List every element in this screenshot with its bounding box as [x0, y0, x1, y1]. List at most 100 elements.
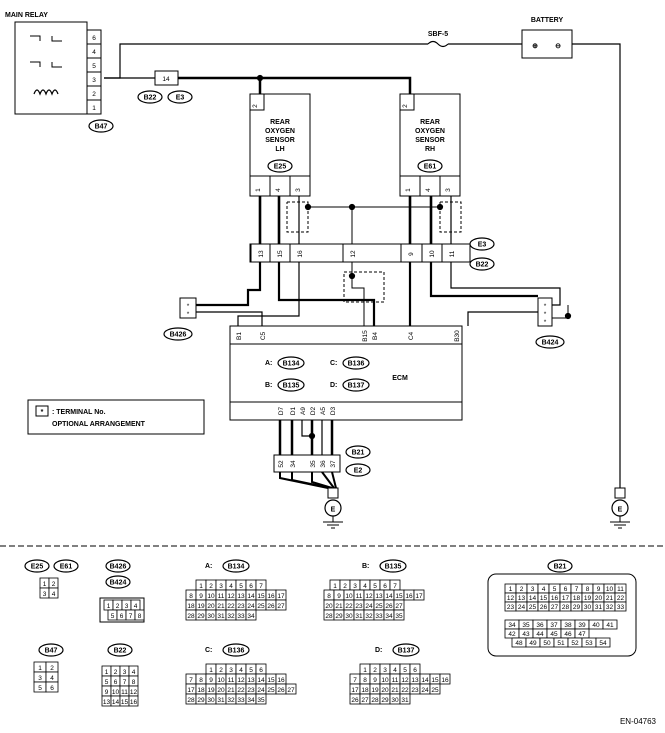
b21-grid-b-cell-35: 35 [522, 622, 530, 629]
b137-grid-cell-14: 14 [421, 677, 429, 684]
b135-grid-cell-8: 8 [327, 593, 331, 600]
b21-grid-a-cell-8: 8 [586, 586, 590, 593]
b134-grid-cell-20: 20 [207, 603, 215, 610]
wire-10-to-b424 [429, 262, 538, 298]
ecm-bottom-pin-A5: A5 [320, 407, 327, 415]
b134-grid-cell-10: 10 [207, 593, 215, 600]
b21-tag-badge [345, 445, 371, 459]
b21-grid-b-cell-40: 40 [592, 622, 600, 629]
b21-grid-a-cell-19: 19 [584, 595, 592, 602]
b47-grid-cell-3: 3 [38, 675, 42, 682]
b136-grid-cell-28: 28 [187, 697, 195, 704]
conn-e61-text: E61 [60, 564, 73, 571]
conn-b137-text: B137 [398, 648, 415, 655]
b21-grid-b-cell-51: 51 [557, 640, 565, 647]
b136-grid-cell-9: 9 [209, 677, 213, 684]
junction-dot [304, 203, 312, 211]
b137-grid-cell-2: 2 [373, 667, 377, 674]
b137-grid-cell-30: 30 [391, 697, 399, 704]
sensor-rh-pin-row [399, 175, 461, 197]
relay-contact-mid [30, 61, 62, 68]
sensor-rh-top-pin-label: 2 [402, 104, 409, 108]
junction-dot [308, 432, 316, 440]
b135-grid-cell-1: 1 [333, 583, 337, 590]
joint-tag-b22-text: B22 [144, 95, 157, 102]
b136-grid-cell-30: 30 [207, 697, 215, 704]
b135-grid-cell-21: 21 [335, 603, 343, 610]
conn-b134-key: A: [205, 563, 212, 570]
b22-grid-cell-5: 5 [105, 679, 109, 686]
sensor-rh-pin-1: 1 [405, 188, 412, 192]
b21-pin-52: 52 [278, 460, 285, 468]
wire-11-to-b424 [450, 262, 561, 306]
b137-grid-cell-24: 24 [421, 687, 429, 694]
conn-b47-badge [38, 643, 64, 657]
b137-grid-cell-10: 10 [381, 677, 389, 684]
wire-34-gnd [291, 472, 331, 489]
wire-16-to-b1 [237, 262, 300, 326]
b21-grid-b-cell-45: 45 [550, 631, 558, 638]
fuse-label: SBF-5 [428, 31, 448, 38]
b424-grid-cell [134, 609, 145, 621]
b134-grid-cell-17: 17 [277, 593, 285, 600]
b21-grid-b-cell-46: 46 [564, 631, 572, 638]
main-relay-body [14, 21, 88, 115]
relay-pin-2: 2 [92, 91, 96, 98]
b21-grid-a-cell-13: 13 [518, 595, 526, 602]
b21-grid-a-cell-28: 28 [562, 604, 570, 611]
b21-grid-a-cell-21: 21 [606, 595, 614, 602]
b134-grid-cell-21: 21 [217, 603, 225, 610]
e3-pin-9: 9 [408, 252, 415, 256]
b426-body [179, 297, 197, 319]
b135-grid-cell-23: 23 [355, 603, 363, 610]
sensor-rh-pin-3: 3 [445, 188, 452, 192]
b136-grid-cell-27: 27 [287, 687, 295, 694]
sensor-lh-line-1: OXYGEN [265, 128, 295, 135]
b21-grid-b-cell-48: 48 [515, 640, 523, 647]
b134-grid-cell-7: 7 [259, 583, 263, 590]
ecm-legend-key-1: C: [330, 360, 337, 367]
b21-grid-a-cell-12: 12 [507, 595, 515, 602]
b135-grid-cell-35: 35 [395, 613, 403, 620]
b22-grid-cell-11: 11 [121, 689, 128, 696]
b135-grid-cell-26: 26 [385, 603, 393, 610]
b134-grid-cell-34: 34 [247, 613, 255, 620]
b21-grid-b-cell-38: 38 [564, 622, 572, 629]
b136-grid-cell-20: 20 [217, 687, 225, 694]
ground-right-symbol: E [618, 507, 623, 514]
b134-grid-cell-27: 27 [277, 603, 285, 610]
relay-pin-6: 6 [92, 35, 96, 42]
main-relay-tag-badge [88, 119, 114, 133]
b134-grid-cell-29: 29 [197, 613, 205, 620]
b137-grid-cell-4: 4 [393, 667, 397, 674]
b134-grid-cell-16: 16 [267, 593, 275, 600]
wire-13-to-b426 [196, 262, 262, 307]
sensor-rh-tag-badge [417, 159, 443, 173]
conn-e61-badge [53, 559, 79, 573]
e3-pin-13: 13 [258, 250, 265, 258]
b426-tag-text: B426 [170, 332, 187, 339]
conn-b134-badge [222, 559, 250, 573]
conn-b21-text: B21 [554, 564, 567, 571]
sensor-rh-line-0: REAR [420, 119, 440, 126]
shield-lh [286, 201, 309, 233]
b21-grid-a-cell-33: 33 [617, 604, 625, 611]
b21-grid-b-cell-43: 43 [522, 631, 530, 638]
conn-b426-text: B426 [110, 564, 127, 571]
b21-grid-a-cell-18: 18 [573, 595, 581, 602]
b137-grid-cell-25: 25 [431, 687, 439, 694]
conn-b136-key: C: [205, 647, 212, 654]
relay-pin-3: 3 [92, 77, 96, 84]
wire-12-to-b15 [351, 262, 365, 326]
b134-grid-cell-33: 33 [237, 613, 245, 620]
b135-grid-cell-30: 30 [345, 613, 353, 620]
b137-grid-cell-26: 26 [351, 697, 359, 704]
b21-grid-a-cell-1: 1 [509, 586, 513, 593]
b136-grid-cell-6: 6 [259, 667, 263, 674]
b22-grid-cell-13: 13 [103, 699, 111, 706]
relay-pin-4: 4 [92, 49, 96, 56]
battery-body [521, 29, 573, 59]
b424-grid-cell-6: 6 [120, 613, 124, 620]
b21-grid-b-cell-34: 34 [508, 622, 516, 629]
b47-grid-cell-2: 2 [50, 665, 54, 672]
